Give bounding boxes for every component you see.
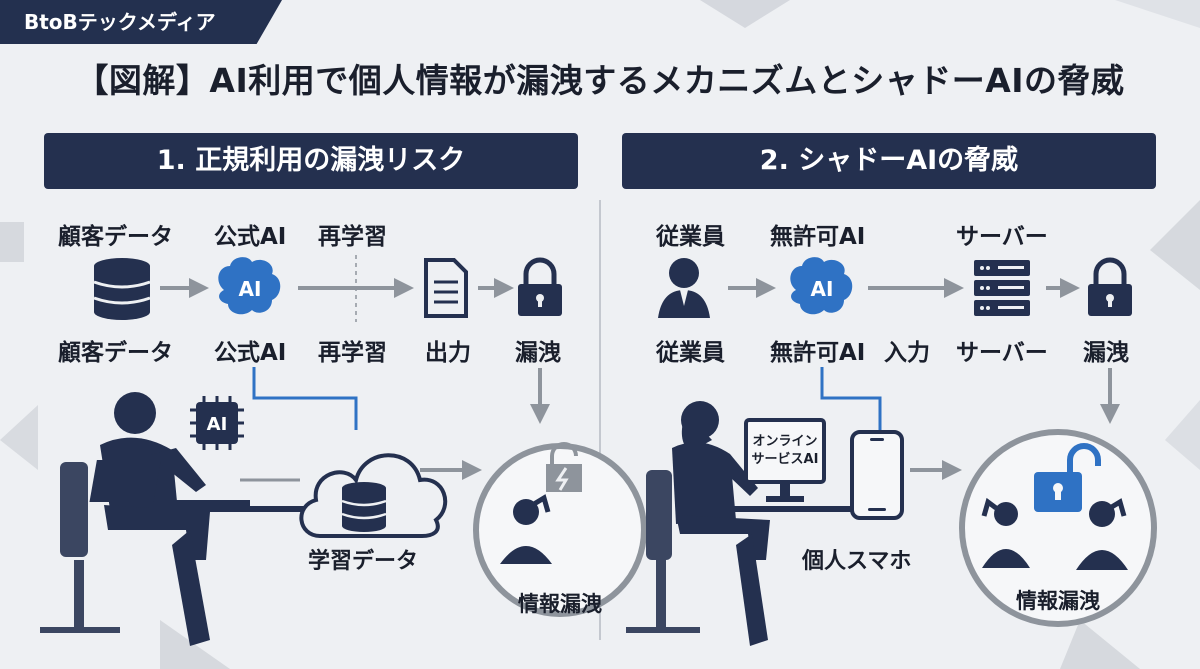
left-cloud-label: 学習データ (308, 548, 418, 574)
right-mid-label-server: サーバー (956, 340, 1048, 366)
left-top-label-customer-data: 顧客データ (58, 224, 173, 250)
left-leak-circle: 情報漏洩 (473, 442, 647, 617)
monitor-line2: サービスAI (752, 451, 819, 467)
right-top-label-employee: 従業員 (656, 224, 725, 250)
unauthorized-ai-brain-label: AI (811, 277, 834, 301)
cloud-database-icon (299, 453, 448, 538)
unlocked-padlock-icon (1034, 443, 1101, 512)
left-section-header: 1. 正規利用の漏洩リスク (44, 133, 578, 189)
brand-badge: BtoBテックメディア (0, 0, 282, 44)
left-circle-label: 情報漏洩 (518, 592, 602, 616)
right-top-label-unauthorized-ai: 無許可AI (770, 224, 866, 250)
server-icon (974, 260, 1030, 316)
lock-icon (518, 257, 562, 316)
stressed-person-icon (500, 494, 552, 564)
unauthorized-ai-brain-icon: AI (790, 257, 853, 315)
stressed-woman-icon (981, 497, 1030, 568)
left-mid-label-retraining: 再学習 (318, 340, 387, 366)
left-mid-label-customer-data: 顧客データ (58, 340, 173, 366)
broken-lock-icon (546, 442, 582, 492)
page-title: 【図解】AI利用で個人情報が漏洩するメカニズムとシャドーAIの脅威 (75, 61, 1125, 100)
right-circle-label: 情報漏洩 (1016, 589, 1100, 613)
left-top-label-retraining: 再学習 (318, 224, 387, 250)
smartphone-icon (850, 430, 904, 520)
ai-chip-icon: AI (190, 396, 244, 450)
right-top-label-server: サーバー (956, 224, 1048, 250)
monitor-line1: オンライン (752, 434, 817, 449)
left-mid-label-output: 出力 (425, 340, 471, 366)
right-mid-label-input: 入力 (884, 340, 930, 366)
database-icon (93, 258, 151, 320)
businesswoman-at-monitor (626, 401, 860, 646)
stressed-man-icon (1076, 498, 1128, 570)
businessman-at-laptop (40, 392, 350, 646)
left-top-label-official-ai: 公式AI (214, 224, 287, 250)
ai-brain-icon-label: AI (239, 277, 262, 301)
right-lock-icon (1088, 257, 1132, 316)
left-mid-label-leak: 漏洩 (515, 340, 561, 366)
online-service-monitor: オンライン サービスAI (744, 418, 826, 502)
right-mid-label-employee: 従業員 (656, 340, 725, 366)
right-mid-label-leak: 漏洩 (1083, 340, 1129, 366)
right-mid-label-unauthorized-ai: 無許可AI (770, 340, 866, 366)
document-icon (424, 258, 468, 318)
employee-icon (658, 258, 710, 318)
phone-label: 個人スマホ (801, 549, 911, 574)
right-section-header: 2. シャドーAIの脅威 (622, 133, 1156, 189)
ai-brain-icon: AI (218, 257, 281, 315)
right-leak-circle: 情報漏洩 (959, 429, 1157, 627)
ai-chip-label: AI (207, 414, 228, 435)
left-mid-label-official-ai: 公式AI (214, 340, 287, 366)
